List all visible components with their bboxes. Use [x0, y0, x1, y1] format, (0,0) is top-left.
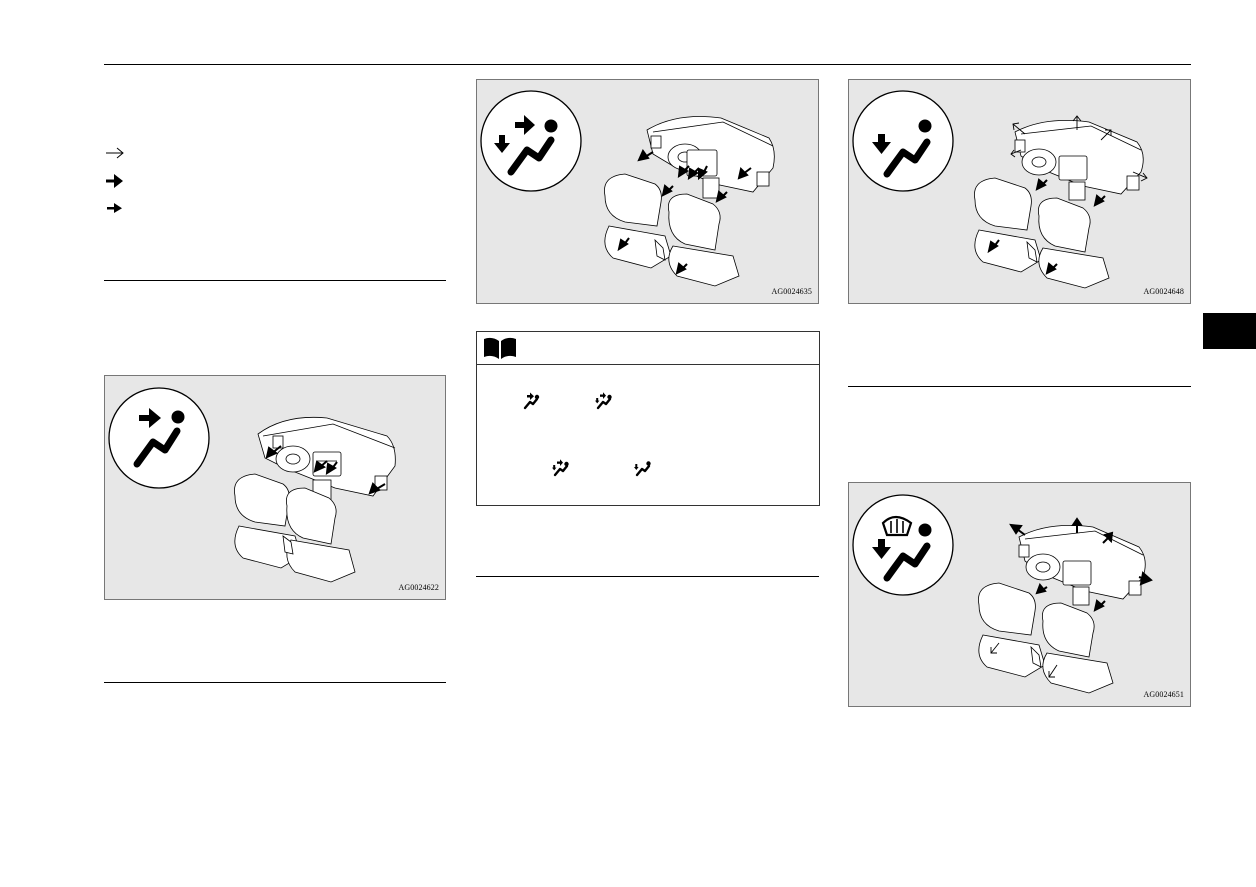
figure-bi-level-mode: AG0024635	[476, 79, 819, 304]
dashboard-illustration	[974, 120, 1144, 289]
dashboard-illustration	[604, 116, 775, 287]
figure-foot-defroster-mode: AG0024651	[848, 482, 1191, 707]
airflow-arrows	[265, 445, 386, 495]
note-box	[476, 331, 820, 506]
solid-arrow-icon	[106, 174, 123, 188]
figure-code: AG0024622	[398, 583, 439, 592]
face-mode-icon	[523, 392, 540, 410]
bi-level-mode-icon	[480, 90, 582, 192]
section-thumb-tab	[1203, 313, 1256, 349]
small-solid-arrow-icon	[107, 203, 122, 213]
outline-airflow-arrows	[990, 642, 1058, 678]
figure-foot-mode: AG0024648	[848, 79, 1191, 304]
figure-face-mode: AG0024622	[104, 375, 446, 600]
dashboard-illustration	[234, 417, 396, 583]
header-rule	[104, 64, 1191, 65]
airflow-arrows	[987, 178, 1106, 275]
airflow-arrows	[617, 148, 752, 275]
section-rule	[104, 280, 446, 281]
figure-code: AG0024651	[1143, 690, 1184, 699]
bi-level-mode-icon	[595, 392, 612, 410]
outline-arrow-icon	[106, 147, 124, 159]
foot-defroster-mode-icon	[852, 494, 954, 596]
figure-code: AG0024648	[1143, 287, 1184, 296]
outline-airflow-arrows	[1010, 115, 1148, 182]
open-book-icon	[484, 337, 516, 359]
figure-code: AG0024635	[771, 287, 812, 296]
note-header	[477, 332, 819, 365]
foot-mode-icon	[852, 90, 954, 192]
dashboard-illustration	[978, 525, 1146, 694]
foot-mode-icon	[634, 461, 651, 477]
section-rule	[476, 576, 819, 577]
face-mode-icon	[108, 387, 210, 489]
airflow-arrows	[1009, 517, 1153, 612]
bi-level-mode-icon	[552, 459, 569, 477]
section-rule	[104, 682, 446, 683]
section-rule	[848, 386, 1191, 387]
